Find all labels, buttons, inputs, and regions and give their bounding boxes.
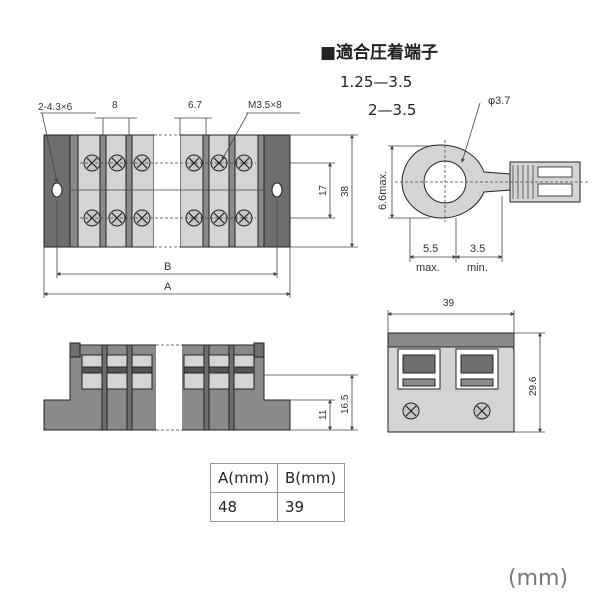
dim-b-label: B (164, 261, 171, 273)
terminal-spec-1: 1.25—3.5 (340, 73, 412, 91)
crimp-terminal-heading: ■適合圧着端子 (320, 42, 438, 63)
mount-hole-label: 2-4.3×6 (38, 102, 73, 113)
width-a-note: max. (416, 262, 440, 274)
table-header-row: A(mm) B(mm) (210, 463, 345, 493)
height-label: 38 (340, 185, 351, 197)
gap-label: 6.7 (188, 100, 202, 111)
end-width-label: 39 (443, 298, 455, 309)
crimp-terminal-drawing (395, 140, 590, 222)
inner-height-label: 17 (318, 184, 329, 196)
table-row: 48 39 (210, 492, 345, 522)
pitch-label: 8 (112, 100, 118, 111)
terminal-spec-2: 2—3.5 (368, 101, 416, 119)
side-view-drawing (43, 340, 291, 434)
width-b-note: min. (467, 262, 488, 274)
dim-a-label: A (164, 281, 172, 293)
end-view-drawing (387, 332, 515, 433)
top-view-drawing (43, 133, 291, 249)
width-a-label: 5.5 (423, 243, 438, 255)
table-header-b: B(mm) (277, 463, 345, 493)
unit-label: (mm) (508, 566, 568, 591)
table-header-a: A(mm) (210, 463, 278, 493)
side-h2-label: 16.5 (340, 394, 351, 414)
hole-leader (461, 102, 481, 163)
end-height-label: 29.6 (528, 376, 539, 396)
terminal-height-label: 6.6max. (377, 171, 389, 210)
size-table-container: A(mm) B(mm) 48 39 (210, 463, 345, 522)
table-cell-a: 48 (210, 492, 278, 522)
width-b-label: 3.5 (470, 243, 485, 255)
screw-label: M3.5×8 (248, 100, 282, 111)
size-table: A(mm) B(mm) 48 39 (210, 463, 345, 522)
table-cell-b: 39 (277, 492, 345, 522)
side-h1-label: 11 (318, 409, 329, 420)
hole-diameter-label: φ3.7 (488, 95, 510, 107)
